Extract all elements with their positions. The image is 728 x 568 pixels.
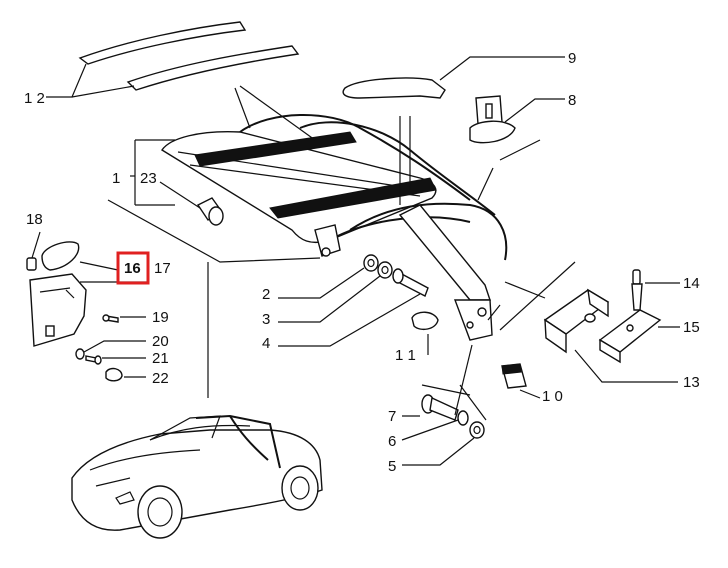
part-15-plate[interactable] [598,309,662,364]
part-16-cover[interactable] [41,241,80,271]
callout-6: 6 [388,433,396,450]
callout-2: 2 [262,286,270,303]
car-illustration [71,414,323,539]
callout-9: 9 [568,50,576,67]
part-19-screw[interactable] [102,314,119,323]
part-4-bolt[interactable] [392,268,429,297]
part-12-strips[interactable] [78,21,300,91]
callout-15: 15 [683,319,700,336]
callout-21: 21 [152,350,169,367]
part-7-bolt[interactable] [421,394,459,421]
callout-17: 17 [154,260,171,277]
part-6-washer[interactable] [457,410,469,426]
part-23-grommet[interactable] [196,197,224,226]
part-8-latch[interactable] [469,95,516,144]
callout-23: 23 [140,170,157,187]
part-1-top-frame[interactable] [161,114,508,341]
part-10-block[interactable] [501,363,527,389]
part-13-bracket[interactable] [543,288,610,354]
callout-10: 1 0 [542,388,563,405]
part-9-handle[interactable] [342,77,446,99]
part-20-washer[interactable] [75,348,85,360]
callout-7: 7 [388,408,396,425]
callout-8: 8 [568,92,576,109]
callout-1: 1 [112,170,120,187]
callout-11: 1 1 [395,347,416,364]
callout-18: 18 [26,211,43,228]
callout-22: 22 [152,370,169,387]
callout-3: 3 [262,311,270,328]
callout-13: 13 [683,374,700,391]
callout-19: 19 [152,309,169,326]
callout-16-highlight-box[interactable] [116,251,150,285]
callout-4: 4 [262,335,270,352]
callout-12: 1 2 [24,90,45,107]
callout-20: 20 [152,333,169,350]
part-22-cap[interactable] [105,367,123,382]
callout-labels: 1 2 9 8 1 23 2 3 4 1 1 1 0 7 6 5 14 15 1… [24,50,700,475]
part-5-nut[interactable] [469,421,485,439]
part-18-clip[interactable] [26,257,37,271]
part-2-washer[interactable] [363,254,379,272]
callout-14: 14 [683,275,700,292]
part-11-clip[interactable] [411,311,439,331]
part-17-trim-panel[interactable] [29,273,87,347]
part-21-screw[interactable] [85,355,102,365]
part-14-pin[interactable] [631,269,643,311]
callout-16: 16 [124,260,141,277]
part-3-washer[interactable] [377,261,393,279]
leader-lines [31,56,680,466]
callout-5: 5 [388,458,396,475]
